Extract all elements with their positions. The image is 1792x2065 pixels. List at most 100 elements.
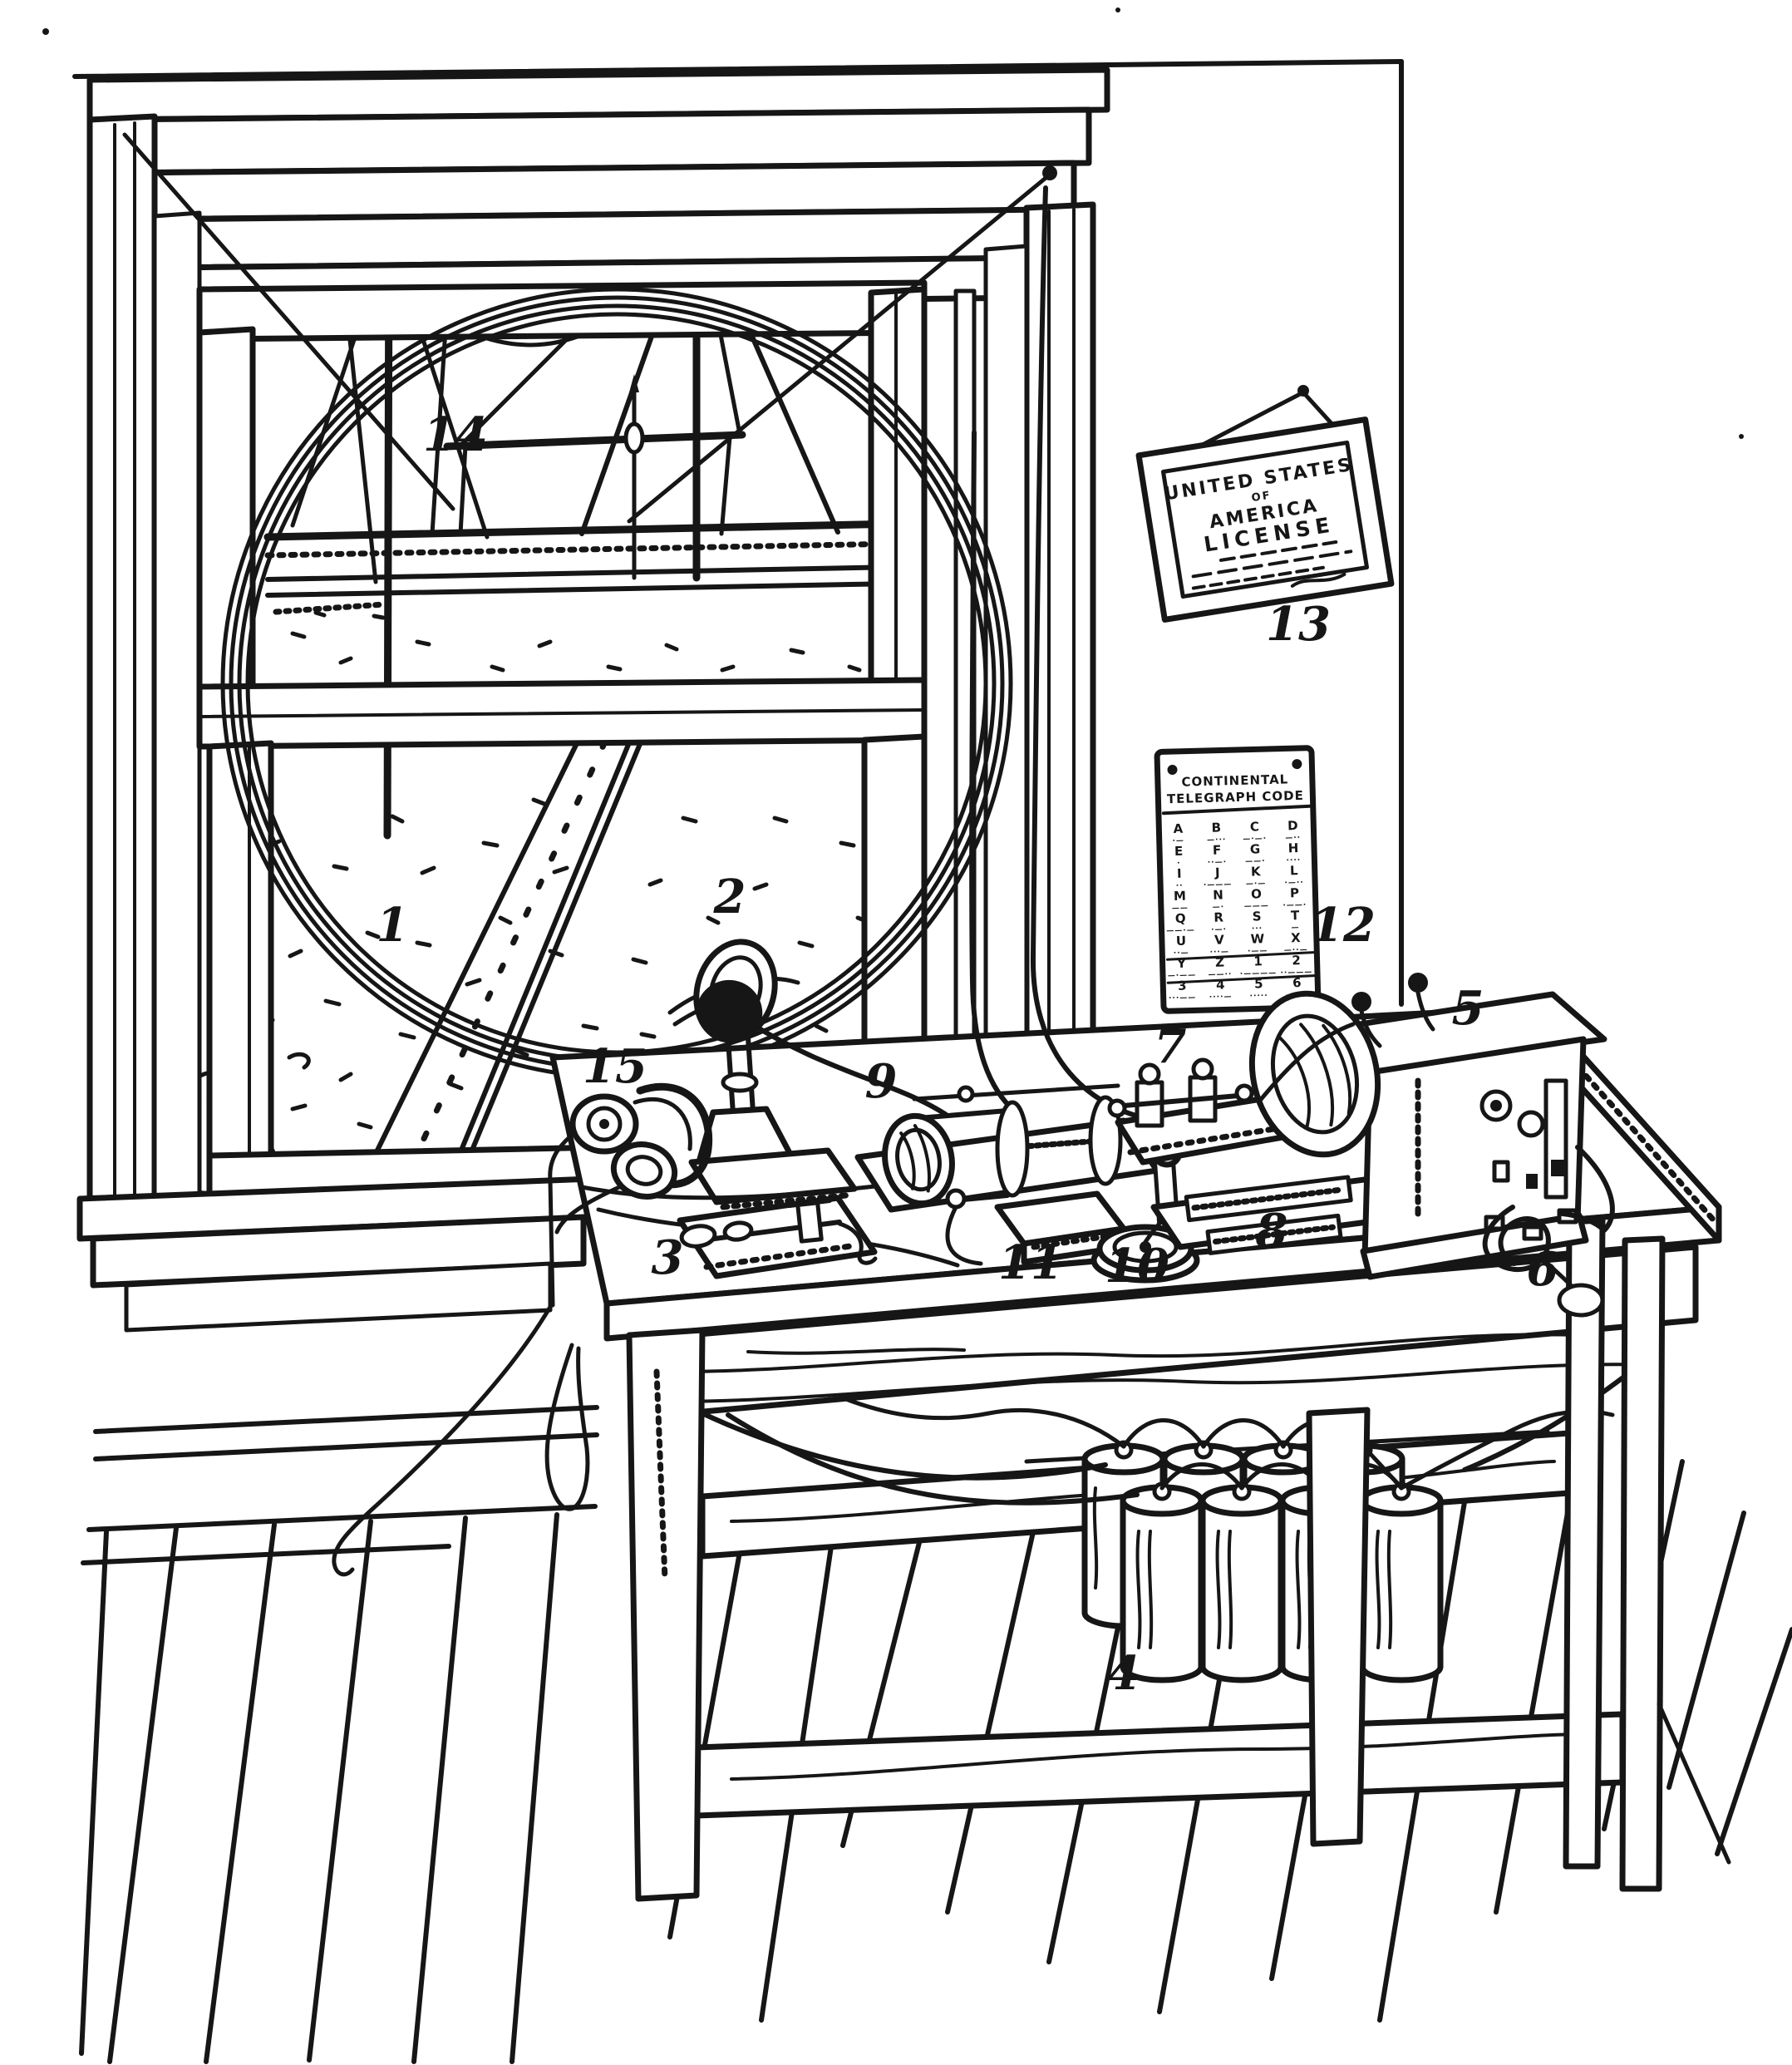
license-fine-print — [1191, 540, 1353, 590]
code-chart-morse: —··· — [1207, 835, 1227, 845]
code-chart-letter: 4 — [1216, 977, 1225, 992]
license-line-2: OF — [1251, 490, 1273, 505]
callout-number-11: 11 — [998, 1235, 1063, 1290]
code-chart-letter: W — [1250, 931, 1264, 946]
code-chart-morse: —·— — [1246, 880, 1267, 889]
code-chart-grid: A·—B—···C—·—·D—··E·F··—·G——·H····I··J·——… — [1166, 818, 1312, 1003]
code-chart-morse: ····— — [1209, 993, 1233, 1002]
table-leg-rear-left — [1306, 1407, 1371, 1847]
ink-specks — [42, 7, 1744, 439]
callout-number-6: 6 — [1527, 1242, 1559, 1297]
code-chart-morse: ——— — [1244, 902, 1269, 911]
code-chart-title-1: CONTINENTAL — [1181, 771, 1288, 789]
code-chart-morse: ··—· — [1208, 858, 1228, 867]
pier — [263, 520, 903, 615]
baseboard — [93, 1405, 599, 1461]
ship-mast-right — [443, 289, 840, 582]
code-chart-letter: 1 — [1253, 954, 1263, 968]
battery-row-front — [1120, 1481, 1444, 1683]
code-chart-morse: ·· — [1176, 882, 1184, 890]
code-chart-morse: ··· — [1252, 924, 1263, 933]
code-chart-letter: G — [1250, 841, 1261, 856]
code-chart: CONTINENTAL TELEGRAPH CODE A·—B—···C—·—·… — [1154, 745, 1322, 1014]
code-chart-morse: ··— — [1174, 949, 1189, 958]
code-chart-letter: O — [1251, 886, 1262, 901]
code-chart-letter: T — [1291, 908, 1300, 923]
code-chart-letter: N — [1213, 887, 1223, 902]
code-chart-morse: · — [1177, 860, 1181, 868]
code-chart-morse: ——· — [1245, 857, 1266, 866]
callout-number-15: 15 — [583, 1039, 647, 1094]
window-sill — [76, 1175, 598, 1333]
lead-in-wires-indoor — [969, 185, 1159, 1123]
code-chart-letter: Z — [1215, 954, 1224, 969]
code-chart-letter: M — [1174, 889, 1186, 904]
callout-number-9: 9 — [865, 1054, 898, 1109]
code-chart-letter: V — [1214, 932, 1224, 947]
ground-clamp — [1482, 1145, 1615, 1318]
table-front-stretcher — [693, 1711, 1626, 1819]
callout-number-14: 14 — [423, 407, 488, 462]
callout-number-2: 2 — [713, 870, 746, 924]
code-chart-title-2: TELEGRAPH CODE — [1167, 788, 1304, 806]
code-chart-letter: 6 — [1292, 975, 1302, 990]
code-chart-letter: H — [1288, 840, 1299, 855]
code-chart-morse: ——·— — [1166, 926, 1195, 935]
code-chart-letter: A — [1173, 821, 1183, 836]
callout-number-1: 1 — [377, 898, 409, 953]
callout-number-10: 10 — [1105, 1239, 1169, 1294]
code-chart-letter: I — [1177, 866, 1182, 881]
code-chart-morse: ····· — [1250, 992, 1268, 1001]
loop-hub — [693, 939, 778, 1043]
antenna-lead-in — [122, 132, 1057, 524]
code-chart-morse: — — [1291, 924, 1299, 932]
upper-sash — [196, 279, 928, 750]
code-chart-morse: —·—— — [1168, 971, 1197, 980]
code-chart-morse: —··— — [1284, 946, 1308, 955]
code-chart-morse: ···· — [1286, 856, 1301, 865]
code-chart-morse: —·—· — [1243, 835, 1267, 844]
code-chart-morse: ·—— — [1248, 947, 1268, 956]
license-signature — [1290, 572, 1346, 588]
code-chart-letter: K — [1251, 864, 1262, 879]
callout-number-12: 12 — [1311, 898, 1376, 953]
telegraph-key — [677, 1195, 878, 1279]
callout-number-8: 8 — [1255, 1204, 1288, 1259]
code-chart-morse: —· — [1213, 903, 1225, 911]
code-chart-letter: E — [1174, 844, 1184, 859]
table-leg-front-right — [1619, 1235, 1666, 1892]
nail — [1297, 385, 1309, 397]
code-chart-morse: ·——— — [1204, 880, 1233, 890]
license-sign: UNITED STATES OF AMERICA LICENSE — [1135, 385, 1395, 623]
code-chart-letter: B — [1211, 821, 1221, 835]
code-chart-letter: X — [1291, 930, 1301, 945]
callout-number-13: 13 — [1266, 597, 1331, 652]
tuning-coil — [854, 1083, 1160, 1213]
callout-number-5: 5 — [1452, 981, 1484, 1036]
code-chart-morse: ·— — [1172, 837, 1184, 845]
table-legs — [626, 1217, 1731, 1902]
code-chart-morse: ——·· — [1208, 970, 1232, 979]
code-chart-letter: 3 — [1178, 978, 1187, 993]
code-chart-letter: U — [1176, 934, 1187, 949]
code-chart-letter: 5 — [1254, 976, 1263, 991]
ceiling-line — [72, 59, 1404, 79]
callout-number-4: 4 — [1108, 1646, 1140, 1701]
callout-number-3: 3 — [652, 1230, 684, 1285]
code-chart-letter: C — [1250, 819, 1259, 834]
code-chart-letter: Y — [1176, 956, 1187, 971]
window-frame — [72, 59, 1404, 1333]
code-chart-morse: ·———— — [1240, 969, 1278, 978]
code-chart-letter: 2 — [1292, 953, 1301, 968]
code-chart-morse: ·—· — [1211, 925, 1227, 934]
code-chart-letter: S — [1253, 909, 1262, 924]
code-chart-morse: —— — [1172, 904, 1189, 914]
table-leg-front-left — [626, 1327, 706, 1902]
table-leg-rear-right — [1563, 1217, 1606, 1870]
code-chart-morse: —·· — [1285, 834, 1301, 842]
code-chart-letter: D — [1287, 818, 1298, 833]
code-chart-morse: ·——· — [1282, 901, 1307, 910]
